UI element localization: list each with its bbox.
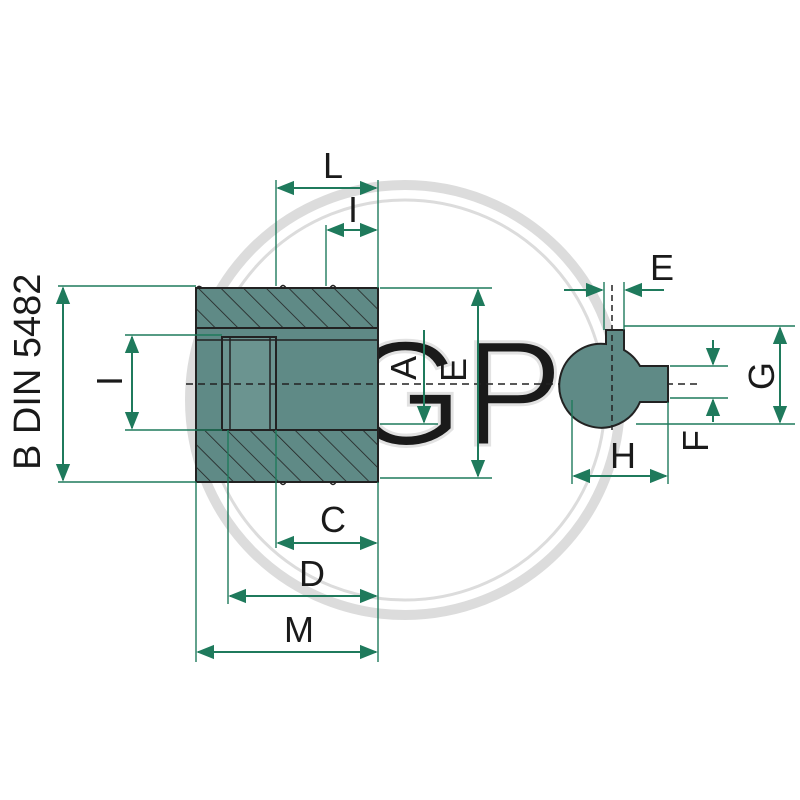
extension-lines <box>58 180 492 662</box>
label-f: F <box>675 430 716 452</box>
label-h: H <box>610 435 636 476</box>
hub-wall-top <box>195 287 379 329</box>
label-e-side: E <box>433 358 474 382</box>
label-g: G <box>741 362 782 390</box>
label-m: M <box>284 609 314 650</box>
hub-section-view <box>186 284 700 486</box>
label-l: L <box>323 145 343 186</box>
standard-label: B DIN 5482 <box>7 274 49 470</box>
label-c: C <box>320 499 346 540</box>
dimension-labels: B DIN 5482 L I I A E C D M E G F H <box>7 145 782 650</box>
label-i-top: I <box>348 189 358 230</box>
shaft-end-view <box>558 282 795 484</box>
hub-wall-bottom <box>195 429 379 483</box>
dimension-lines <box>55 180 486 660</box>
shaft-key-profile <box>558 329 669 429</box>
label-e-top: E <box>650 247 674 288</box>
label-d: D <box>299 553 325 594</box>
label-i-left: I <box>89 376 130 386</box>
label-a: A <box>383 356 424 380</box>
